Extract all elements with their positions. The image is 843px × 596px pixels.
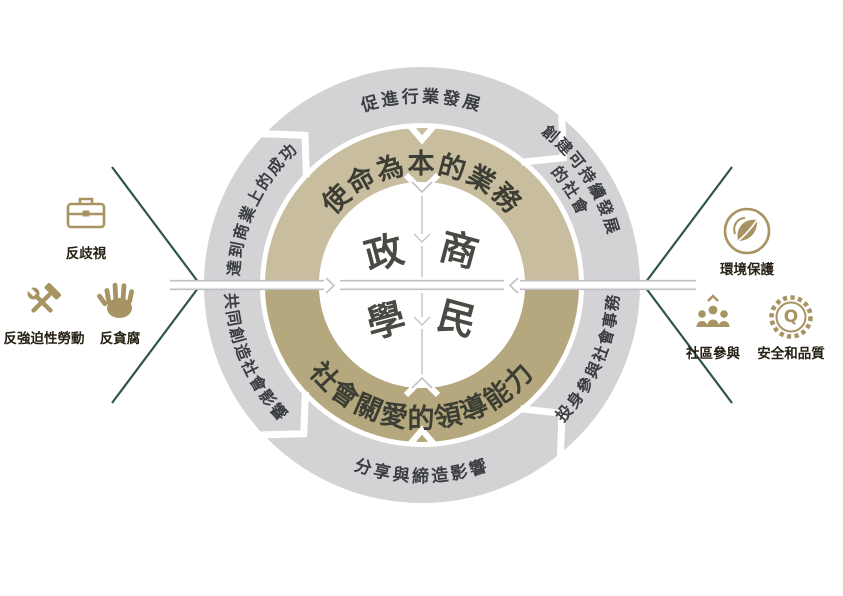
right-bracket xyxy=(646,166,733,404)
left-label-anti-corruption: 反貪腐 xyxy=(100,330,141,347)
tools-icon xyxy=(27,283,61,313)
right-label-safety-quality: 安全和品質 xyxy=(757,345,825,362)
center-circle-notch-outlines xyxy=(411,181,433,389)
left-label-anti-discrimination: 反歧視 xyxy=(66,245,107,262)
left-label-anti-forced-labour: 反強迫性勞動 xyxy=(4,330,85,347)
inner-ring-top xyxy=(265,128,579,286)
center-band-chevrons xyxy=(325,277,519,294)
right-label-community: 社區參與 xyxy=(685,345,740,362)
outer-ring-gap-chevrons xyxy=(258,112,567,459)
center-dividers xyxy=(413,196,431,374)
wheel: 達到商業上的成功 促進行業發展 創建可持續發展 的社會 共同創造社會影響 分享與… xyxy=(170,67,696,503)
eco-icon xyxy=(723,207,771,255)
inner-ring-bottom xyxy=(265,284,579,442)
briefcase-icon xyxy=(66,197,106,229)
quality-badge-letter: Q xyxy=(784,307,798,327)
right-panel: 環境保護 社區參與 Q 安全和品質 xyxy=(685,207,825,362)
hand-icon xyxy=(97,282,135,318)
center-band xyxy=(200,280,644,290)
left-panel: 反歧視 反強迫性勞動 反貪腐 xyxy=(4,197,141,347)
left-bracket xyxy=(111,166,198,404)
center-band-lines xyxy=(170,279,696,291)
community-icon xyxy=(696,294,730,327)
quality-icon: Q xyxy=(769,295,813,339)
right-label-environment: 環境保護 xyxy=(720,261,774,278)
